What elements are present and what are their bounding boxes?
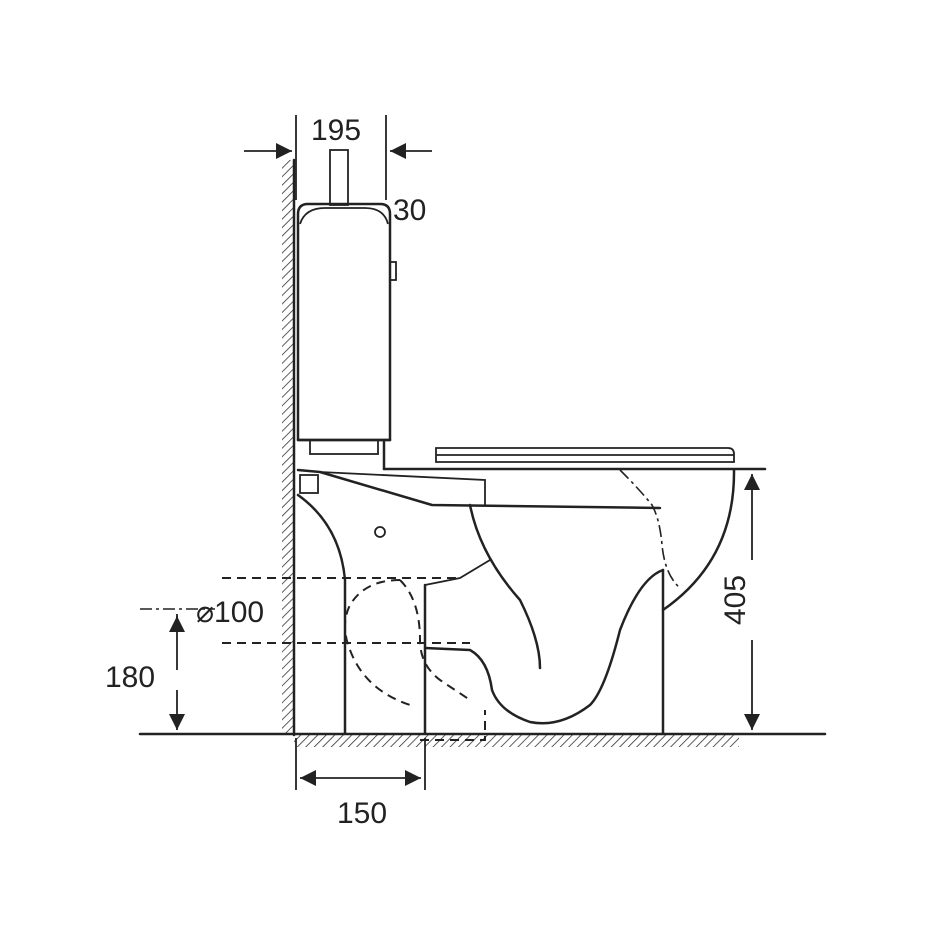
dimension-label-195: 195 (311, 114, 361, 147)
dimension-label-diameter: ⌀100 (196, 596, 264, 629)
dimension-label-180: 180 (105, 661, 155, 694)
dimension-pipe-height: 180 (105, 614, 186, 730)
cistern-tank (296, 149, 397, 455)
outlet-pipe-hidden (222, 577, 486, 741)
dimension-seat-height: 405 (719, 474, 761, 730)
dimension-tank-top: 30 (393, 194, 426, 227)
wall (282, 158, 296, 737)
toilet-pan (296, 468, 736, 735)
dimension-wall-to-outlet: 150 (295, 738, 426, 830)
floor (138, 732, 827, 747)
dimension-tank-width: 195 (244, 114, 432, 200)
dimension-label-30: 30 (393, 194, 426, 227)
dimension-label-405: 405 (719, 575, 752, 625)
dimension-pipe-diameter: ⌀100 (140, 596, 264, 629)
seat-and-lid (382, 440, 767, 471)
dimension-label-150: 150 (337, 797, 387, 830)
